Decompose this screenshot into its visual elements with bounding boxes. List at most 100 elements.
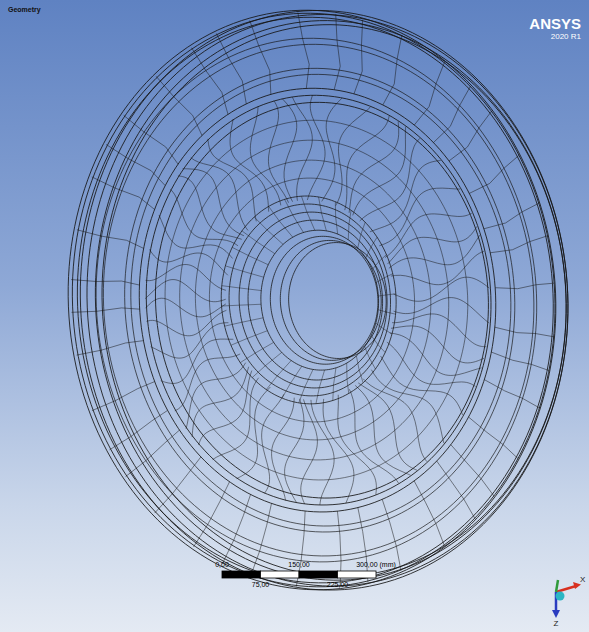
- hub-segment: [301, 196, 314, 230]
- ring-edge: [68, 10, 556, 590]
- spoke-edge: [150, 250, 228, 276]
- ring-edge: [146, 95, 491, 505]
- spoke-edge: [394, 298, 490, 324]
- rim-segment: [194, 482, 230, 547]
- ring-edge: [248, 220, 383, 380]
- scale-value: 0,00: [215, 561, 229, 569]
- rim-segment: [222, 494, 250, 564]
- spoke-edge: [391, 251, 484, 284]
- scale-value: 225,00: [327, 581, 348, 589]
- ring-edge: [289, 243, 387, 359]
- x-arrowhead: [573, 582, 581, 589]
- scale-value: 150,00: [288, 561, 309, 569]
- rim-segment: [250, 21, 271, 95]
- ring-edge: [280, 240, 381, 360]
- spoke-edge: [381, 356, 463, 415]
- x-axis: [556, 586, 576, 592]
- spoke-edge: [370, 160, 441, 231]
- hub-segment: [376, 274, 392, 283]
- hub-segment: [232, 247, 268, 264]
- rim-segment: [192, 48, 229, 115]
- brand-name: ANSYS: [529, 16, 581, 33]
- hub-segment: [372, 255, 386, 270]
- rim-segment: [484, 203, 539, 229]
- rim-segment: [92, 382, 155, 411]
- spoke-edge: [170, 189, 238, 246]
- rim-segment: [451, 445, 494, 497]
- y-axis: [556, 580, 558, 592]
- spoke-edge: [262, 394, 284, 493]
- hub-segment: [335, 202, 337, 234]
- spoke-edge: [385, 213, 472, 257]
- rim-segment: [414, 62, 444, 125]
- ring-edge: [229, 204, 390, 396]
- hub-segment: [356, 356, 363, 383]
- scale-bar: [222, 571, 376, 578]
- spoke-edge: [349, 389, 398, 483]
- rim-segment: [433, 86, 470, 143]
- rim-segment: [106, 145, 165, 186]
- ring-edge: [87, 15, 568, 587]
- ring-edge: [80, 10, 568, 590]
- rim-segment: [469, 417, 519, 459]
- rim-segment: [77, 230, 144, 249]
- axis-triad: [552, 580, 581, 618]
- rim-segment: [449, 111, 492, 161]
- ring-edge: [96, 38, 537, 562]
- scale-segment: [338, 571, 377, 578]
- wheel-wireframe: [68, 10, 568, 590]
- ring-edge: [195, 160, 430, 440]
- ring-edge: [270, 236, 378, 364]
- spoke-edge: [146, 298, 226, 317]
- spoke-edge: [349, 121, 399, 212]
- spoke-edge: [311, 400, 334, 505]
- hub-segment: [266, 361, 291, 390]
- spoke-edge: [146, 265, 226, 291]
- rim-segment: [109, 410, 167, 449]
- hub-segment: [231, 331, 267, 346]
- spoke-edge: [178, 176, 242, 239]
- hub-segment: [348, 210, 351, 240]
- ring-edge: [131, 74, 511, 526]
- hub-segment: [333, 368, 336, 401]
- ring-edge: [155, 102, 488, 498]
- spoke-edge: [250, 106, 280, 205]
- ring-edge: [221, 196, 396, 404]
- axis-label: X: [580, 576, 585, 585]
- hub-segment: [316, 370, 325, 404]
- hub-segment: [285, 199, 304, 232]
- hub-segment: [254, 217, 283, 244]
- rim-segment: [484, 380, 539, 408]
- ring-edge: [180, 140, 449, 460]
- rim-segment: [469, 155, 519, 193]
- rim-segment: [437, 461, 475, 519]
- spoke-edge: [175, 354, 240, 411]
- scale-value: 75,00: [252, 581, 270, 589]
- spoke-edge: [159, 215, 232, 258]
- spoke-edge: [292, 97, 312, 201]
- view-title: Geometry: [8, 6, 41, 14]
- hub-segment: [299, 369, 313, 402]
- rim-segment: [491, 352, 549, 371]
- z-arrowhead: [552, 610, 560, 618]
- spoke-edge: [322, 98, 342, 201]
- scale-value: 300,00 (mm): [356, 561, 396, 569]
- ring-edge: [77, 17, 553, 583]
- rim-segment: [77, 341, 144, 355]
- hub-segment: [282, 366, 302, 398]
- spoke-edge: [192, 367, 248, 437]
- spoke-edge: [183, 169, 244, 236]
- rim-segment: [495, 327, 554, 337]
- rim-segment: [216, 33, 246, 103]
- scale-segment: [299, 571, 338, 578]
- rim-segment: [124, 115, 178, 164]
- version-label: 2020 R1: [551, 33, 581, 42]
- spoke-edge: [268, 101, 288, 203]
- rim-segment: [383, 35, 402, 105]
- hub-segment: [252, 352, 282, 377]
- hub-segment: [222, 286, 261, 291]
- hub-segment: [378, 294, 395, 296]
- hub-segment: [376, 323, 392, 334]
- axis-label: Z: [554, 620, 559, 629]
- spoke-edge: [358, 383, 417, 470]
